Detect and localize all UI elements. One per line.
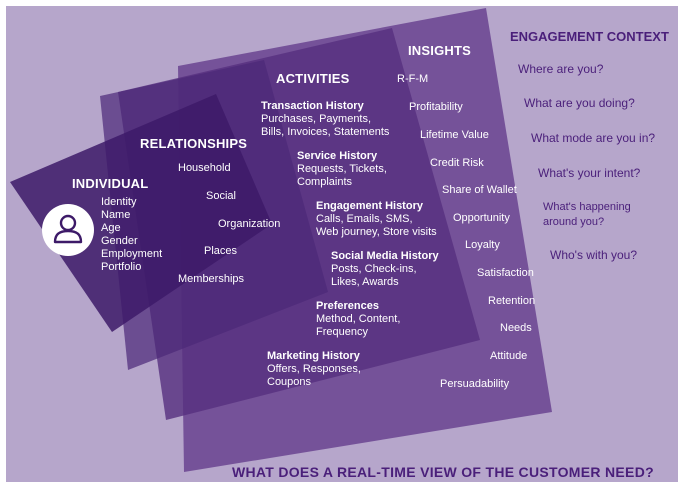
insights-item: Lifetime Value (420, 129, 489, 141)
relationships-item: Organization (218, 218, 281, 230)
individual-layer (10, 94, 272, 332)
relationships-item: Social (206, 190, 236, 202)
activity-group-line: Likes, Awards (331, 276, 399, 288)
insights-item: Profitability (409, 101, 463, 113)
relationships-item: Places (204, 245, 238, 257)
insights-item: Satisfaction (477, 267, 534, 279)
individual-item: Age (101, 222, 121, 234)
person-icon (42, 204, 94, 256)
insights-item: Persuadability (440, 378, 510, 390)
activity-group-line: Requests, Tickets, (297, 163, 387, 175)
activity-group-line: Complaints (297, 176, 353, 188)
activity-group-line: Web journey, Store visits (316, 226, 437, 238)
activity-group-title: Engagement History (316, 200, 423, 212)
individual-item: Name (101, 209, 131, 221)
activity-group-line: Calls, Emails, SMS, (316, 213, 413, 225)
activity-group-title: Service History (297, 150, 378, 162)
activity-group: Engagement History Calls, Emails, SMS, W… (316, 200, 437, 239)
activity-group-title: Preferences (316, 300, 379, 312)
individual-item: Identity (101, 196, 137, 208)
activity-group-line: Bills, Invoices, Statements (261, 126, 390, 138)
individual-items: Identity Name Age Gender Employment Port… (101, 196, 162, 274)
activity-group-line: Purchases, Payments, (261, 113, 372, 125)
activity-group-line: Offers, Responses, (267, 363, 361, 375)
engagement-context-title: ENGAGEMENT CONTEXT (510, 29, 669, 44)
activity-group: Marketing History Offers, Responses, Cou… (267, 350, 361, 389)
activity-group: Transaction History Purchases, Payments,… (261, 100, 389, 139)
context-question: What mode are you in? (531, 131, 656, 145)
activity-group-title: Social Media History (331, 250, 439, 262)
activity-group-line: Coupons (267, 376, 312, 388)
relationships-item: Memberships (178, 273, 245, 285)
relationships-item: Household (178, 162, 231, 174)
context-question: What's happening around you? (543, 200, 631, 230)
context-question: Where are you? (518, 62, 604, 76)
insights-item: Share of Wallet (442, 184, 517, 196)
footer-question: WHAT DOES A REAL-TIME VIEW OF THE CUSTOM… (232, 464, 654, 480)
activity-group: Social Media History Posts, Check-ins, L… (331, 250, 439, 289)
context-question-line: around you? (543, 216, 605, 228)
individual-item: Employment (101, 248, 163, 260)
individual-item: Portfolio (101, 261, 142, 273)
insights-item: Retention (488, 295, 536, 307)
activity-group-line: Method, Content, (316, 313, 401, 325)
individual-title: INDIVIDUAL (72, 176, 149, 191)
activity-group: Preferences Method, Content, Frequency (316, 300, 400, 339)
insights-item: R-F-M (397, 73, 429, 85)
insights-title: INSIGHTS (408, 43, 471, 58)
activity-group-line: Posts, Check-ins, (331, 263, 417, 275)
context-question: Who's with you? (550, 248, 637, 262)
activity-group-title: Marketing History (267, 350, 360, 362)
insights-item: Loyalty (465, 239, 500, 251)
activity-group: Service History Requests, Tickets, Compl… (297, 150, 387, 189)
context-question: What's your intent? (538, 166, 641, 180)
relationships-title: RELATIONSHIPS (140, 136, 248, 151)
context-question: What are you doing? (524, 96, 635, 110)
insights-item: Opportunity (453, 212, 510, 224)
activity-group-title: Transaction History (261, 100, 364, 112)
insights-item: Attitude (490, 350, 528, 362)
activities-title: ACTIVITIES (276, 71, 350, 86)
insights-item: Needs (500, 322, 532, 334)
insights-item: Credit Risk (430, 157, 484, 169)
activity-group-line: Frequency (316, 326, 368, 338)
individual-item: Gender (101, 235, 138, 247)
context-question-line: What's happening (543, 201, 631, 213)
